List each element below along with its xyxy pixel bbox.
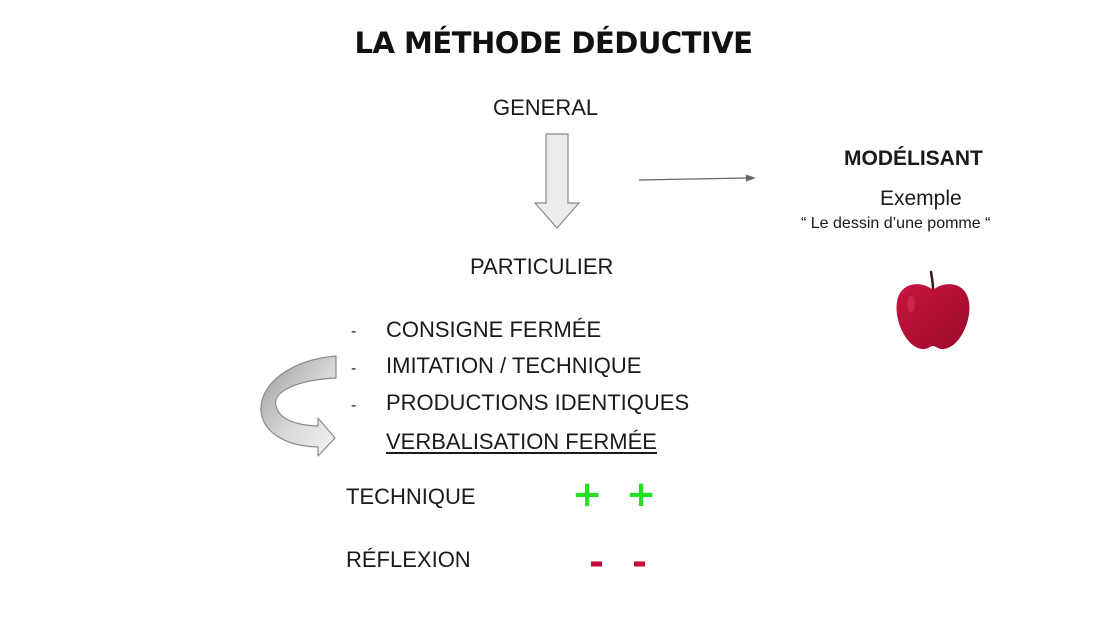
block-down-arrow-icon xyxy=(533,133,581,229)
list-item-productions: PRODUCTIONS IDENTIQUES xyxy=(386,390,690,415)
curved-return-arrow-icon xyxy=(260,355,337,457)
reflexion-minus-sign: - xyxy=(589,542,604,583)
list-item-imitation: IMITATION / TECHNIQUE xyxy=(386,353,642,378)
page-title: LA MÉTHODE DÉDUCTIVE xyxy=(354,26,753,60)
reflexion-label: RÉFLEXION xyxy=(346,547,471,572)
list-bullet: - xyxy=(351,397,357,414)
example-quote: “ Le dessin d’une pomme “ xyxy=(801,215,991,232)
list-item-consigne: CONSIGNE FERMÉE xyxy=(386,317,602,342)
example-label: Exemple xyxy=(880,187,962,210)
technique-plus-sign: + xyxy=(626,474,657,515)
list-bullet: - xyxy=(351,323,357,340)
apple-icon xyxy=(896,270,970,350)
list-bullet: - xyxy=(351,360,357,377)
technique-plus-sign: + xyxy=(572,474,603,515)
general-label: GENERAL xyxy=(493,95,599,120)
list-item-verbalisation: VERBALISATION FERMÉE xyxy=(386,429,657,454)
technique-label: TECHNIQUE xyxy=(346,484,476,509)
modelisant-heading: MODÉLISANT xyxy=(844,147,983,170)
particulier-label: PARTICULIER xyxy=(470,254,614,279)
thin-right-arrow-icon xyxy=(638,174,756,182)
reflexion-minus-sign: - xyxy=(632,542,647,583)
